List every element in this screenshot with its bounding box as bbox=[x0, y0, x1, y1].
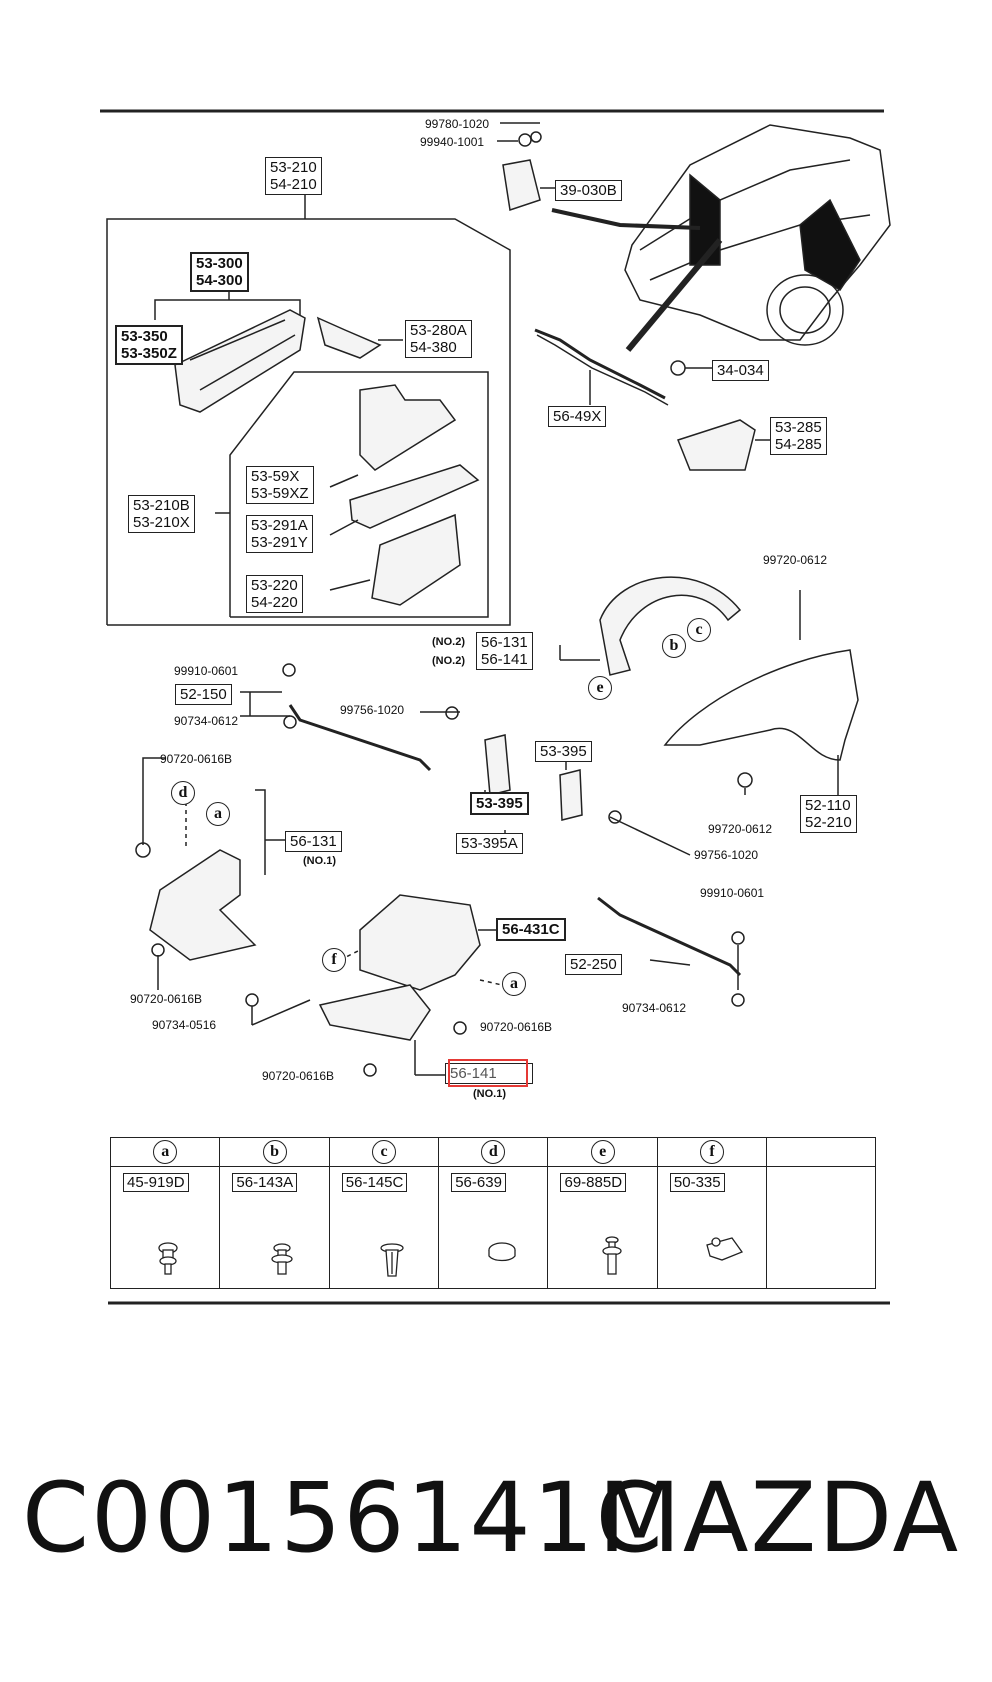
no2-top-note: (NO.2) bbox=[432, 636, 465, 648]
nut-b-callout[interactable]: 34-034 bbox=[712, 360, 769, 381]
screw-h-label: 90720-0616B bbox=[480, 1020, 553, 1034]
inner-frame-outline bbox=[229, 371, 489, 618]
fender-callout[interactable]: 52-110 52-210 bbox=[800, 795, 857, 833]
no1-left-note: (NO.1) bbox=[303, 855, 336, 867]
fastener-table-body: 45-919D 56-143A 56-145C 56-639 69-885D 5… bbox=[109, 1166, 876, 1289]
table-key-c: c bbox=[372, 1140, 396, 1164]
clip-a-label: 99910-0601 bbox=[174, 664, 239, 678]
table-key-b: b bbox=[262, 1140, 287, 1164]
screw-f-label: 90720-0616B bbox=[130, 992, 203, 1006]
hinge-callout[interactable]: 39-030B bbox=[555, 180, 622, 201]
table-code-e[interactable]: 69-885D bbox=[560, 1173, 627, 1192]
screw-b-label: 90734-0612 bbox=[174, 714, 239, 728]
fastener-table: a b c d e f 45-919D 56-143A 56-145C 56-6… bbox=[109, 1137, 876, 1289]
marker-f: f bbox=[322, 948, 346, 972]
table-code-c[interactable]: 56-145C bbox=[341, 1173, 408, 1192]
highlight-frame bbox=[448, 1059, 528, 1087]
table-code-b[interactable]: 56-143A bbox=[232, 1173, 298, 1192]
table-head-e: e bbox=[547, 1137, 658, 1167]
no2-bottom-note: (NO.2) bbox=[432, 655, 465, 667]
table-head-f: f bbox=[656, 1137, 768, 1167]
table-code-a[interactable]: 45-919D bbox=[123, 1173, 189, 1192]
inner-group-callout[interactable]: 53-210B 53-210X bbox=[128, 495, 195, 533]
apron-panel-callout[interactable]: 53-350 53-350Z bbox=[115, 325, 183, 365]
table-cell-c: 56-145C bbox=[328, 1166, 440, 1289]
member-3-callout[interactable]: 53-220 54-220 bbox=[246, 575, 303, 613]
table-code-f[interactable]: 50-335 bbox=[669, 1173, 725, 1192]
member-2-callout[interactable]: 53-291A 53-291Y bbox=[246, 515, 313, 553]
marker-e: e bbox=[588, 676, 612, 700]
table-cell-e: 69-885D bbox=[547, 1166, 658, 1289]
table-key-d: d bbox=[481, 1140, 506, 1164]
table-cell-b: 56-143A bbox=[219, 1166, 330, 1289]
table-key-a: a bbox=[153, 1140, 178, 1164]
table-cell-d: 56-639 bbox=[438, 1166, 549, 1289]
brace-assy-callout[interactable]: 53-395A bbox=[456, 833, 523, 854]
nut-a-label: 99940-1001 bbox=[420, 135, 485, 149]
frame-outline bbox=[106, 218, 511, 626]
table-cell-empty bbox=[766, 1166, 876, 1289]
clip-b-label: 99910-0601 bbox=[700, 886, 765, 900]
screw-d-label: 90720-0616B bbox=[160, 752, 233, 766]
part-number-title: C00156141C bbox=[22, 1462, 665, 1574]
bolt-c-label: 99756-1020 bbox=[694, 848, 759, 862]
marker-a-right: a bbox=[502, 972, 526, 996]
bolt-a-label: 99780-1020 bbox=[425, 117, 490, 131]
bolt-b-label: 99756-1020 bbox=[340, 703, 405, 717]
brand-title: MAZDA bbox=[598, 1462, 961, 1574]
highlighted-part-callout[interactable]: 56-141 bbox=[445, 1063, 533, 1084]
table-cell-f: 50-335 bbox=[656, 1166, 768, 1289]
marker-a-left: a bbox=[206, 802, 230, 826]
screw-e-label: 90734-0612 bbox=[622, 1001, 687, 1015]
stay-callout[interactable]: 56-49X bbox=[548, 406, 607, 427]
marker-c: c bbox=[687, 618, 711, 642]
table-key-f: f bbox=[700, 1140, 725, 1164]
under-cover-left-callout[interactable]: 56-131 bbox=[285, 831, 342, 852]
marker-b: b bbox=[662, 634, 686, 658]
screw-g-label: 90734-0516 bbox=[152, 1018, 217, 1032]
bracket-callout[interactable]: 53-280A 54-380 bbox=[405, 320, 472, 358]
table-head-a: a bbox=[109, 1137, 221, 1167]
member-1-callout[interactable]: 53-59X 53-59XZ bbox=[246, 466, 314, 504]
table-code-d[interactable]: 56-639 bbox=[451, 1173, 506, 1192]
screw-i-label: 90720-0616B bbox=[262, 1069, 335, 1083]
table-head-c: c bbox=[328, 1137, 440, 1167]
frame-group-callout[interactable]: 53-210 54-210 bbox=[265, 157, 322, 195]
table-head-d: d bbox=[438, 1137, 549, 1167]
splash-shield-callout[interactable]: 56-131 56-141 bbox=[476, 632, 533, 670]
seal-callout[interactable]: 52-150 bbox=[175, 684, 232, 705]
table-cell-a: 45-919D bbox=[109, 1166, 221, 1289]
table-key-e: e bbox=[590, 1140, 615, 1164]
screw-c-label: 99720-0612 bbox=[708, 822, 773, 836]
marker-d: d bbox=[171, 781, 195, 805]
screw-a-label: 99720-0612 bbox=[763, 553, 828, 567]
table-head-b: b bbox=[219, 1137, 330, 1167]
brace-left-callout[interactable]: 53-395 bbox=[470, 792, 529, 815]
gusset-callout[interactable]: 53-285 54-285 bbox=[770, 417, 827, 455]
brace-right-callout[interactable]: 53-395 bbox=[535, 741, 592, 762]
fastener-table-header: a b c d e f bbox=[109, 1137, 876, 1167]
seal-b-callout[interactable]: 52-250 bbox=[565, 954, 622, 975]
no1-bottom-note: (NO.1) bbox=[473, 1088, 506, 1100]
apron-assy-callout[interactable]: 53-300 54-300 bbox=[190, 252, 249, 292]
table-head-empty bbox=[766, 1137, 876, 1167]
under-cover-front-callout[interactable]: 56-431C bbox=[496, 918, 566, 941]
